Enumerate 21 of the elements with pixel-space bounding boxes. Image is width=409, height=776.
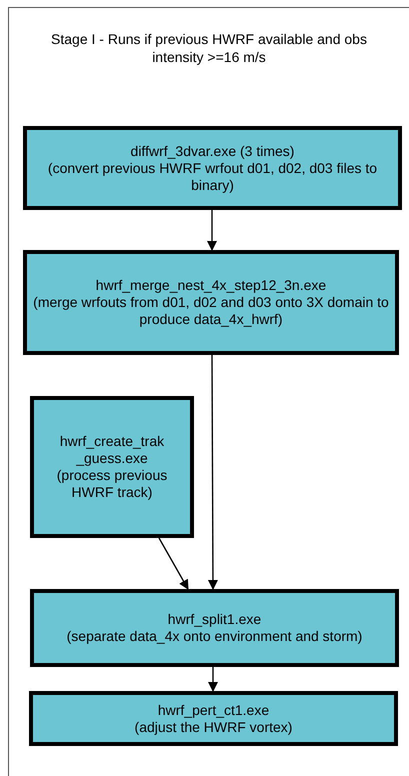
- program-name: hwrf_split1.exe: [168, 611, 262, 628]
- process-box: [23, 250, 399, 355]
- program-description: (process previous HWRF track): [56, 467, 168, 501]
- process-box: [30, 396, 194, 538]
- arrow: [207, 210, 217, 251]
- program-description: (convert previous HWRF wrfout d01, d02, d03 files to binary): [46, 160, 378, 194]
- program-name: diffwrf_3dvar.exe (3 times): [130, 142, 294, 160]
- process-box: [30, 589, 399, 667]
- stage-frame: [8, 7, 409, 776]
- arrow: [208, 667, 218, 692]
- program-name: hwrf_pert_ct1.exe: [158, 702, 270, 718]
- program-name: hwrf_create_trak _guess.exe: [58, 433, 166, 467]
- stage-title: Stage I - Runs if previous HWRF available and obs intensity >=16 m/s: [50, 30, 368, 66]
- arrow: [208, 355, 218, 590]
- program-description: (adjust the HWRF vortex): [134, 718, 292, 736]
- program-name: hwrf_merge_nest_4x_step12_3n.exe: [96, 277, 326, 294]
- process-box: [23, 126, 402, 210]
- process-box: [29, 691, 398, 746]
- program-description: (merge wrfouts from d01, d02 and d03 onto 3X domain to produce data_4x_hwrf): [32, 294, 390, 328]
- program-description: (separate data_4x onto environment and storm): [66, 628, 362, 645]
- arrow: [158, 538, 189, 590]
